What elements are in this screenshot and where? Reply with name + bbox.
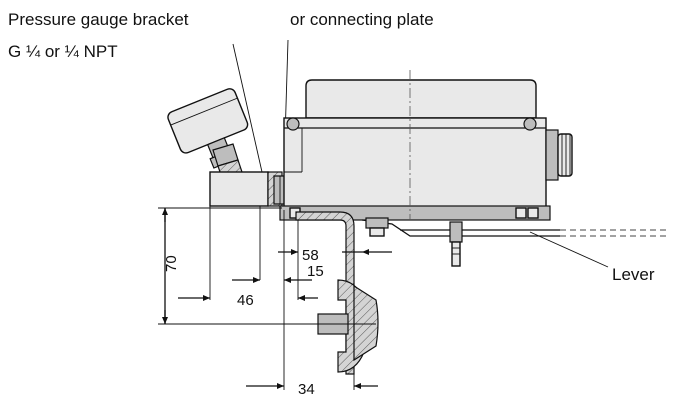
label-gauge-bracket: Pressure gauge bracket (8, 10, 189, 29)
positioner-housing (279, 79, 551, 221)
gauge-bracket-block (209, 171, 295, 207)
dimension-46: 46 (237, 292, 254, 309)
pressure-gauge (167, 88, 249, 169)
lever-assembly (361, 217, 670, 267)
dimension-70: 70 (163, 255, 180, 272)
dimension-15: 15 (307, 263, 324, 280)
cable-gland (545, 129, 573, 181)
label-thread: G ¼ or ¼ NPT (8, 42, 118, 61)
dimension-58: 58 (302, 247, 319, 264)
label-connecting-plate: or connecting plate (290, 10, 434, 29)
label-lever: Lever (612, 265, 655, 284)
yoke-flange (317, 279, 379, 373)
dimension-lines (158, 206, 392, 390)
dimension-34: 34 (298, 381, 315, 398)
